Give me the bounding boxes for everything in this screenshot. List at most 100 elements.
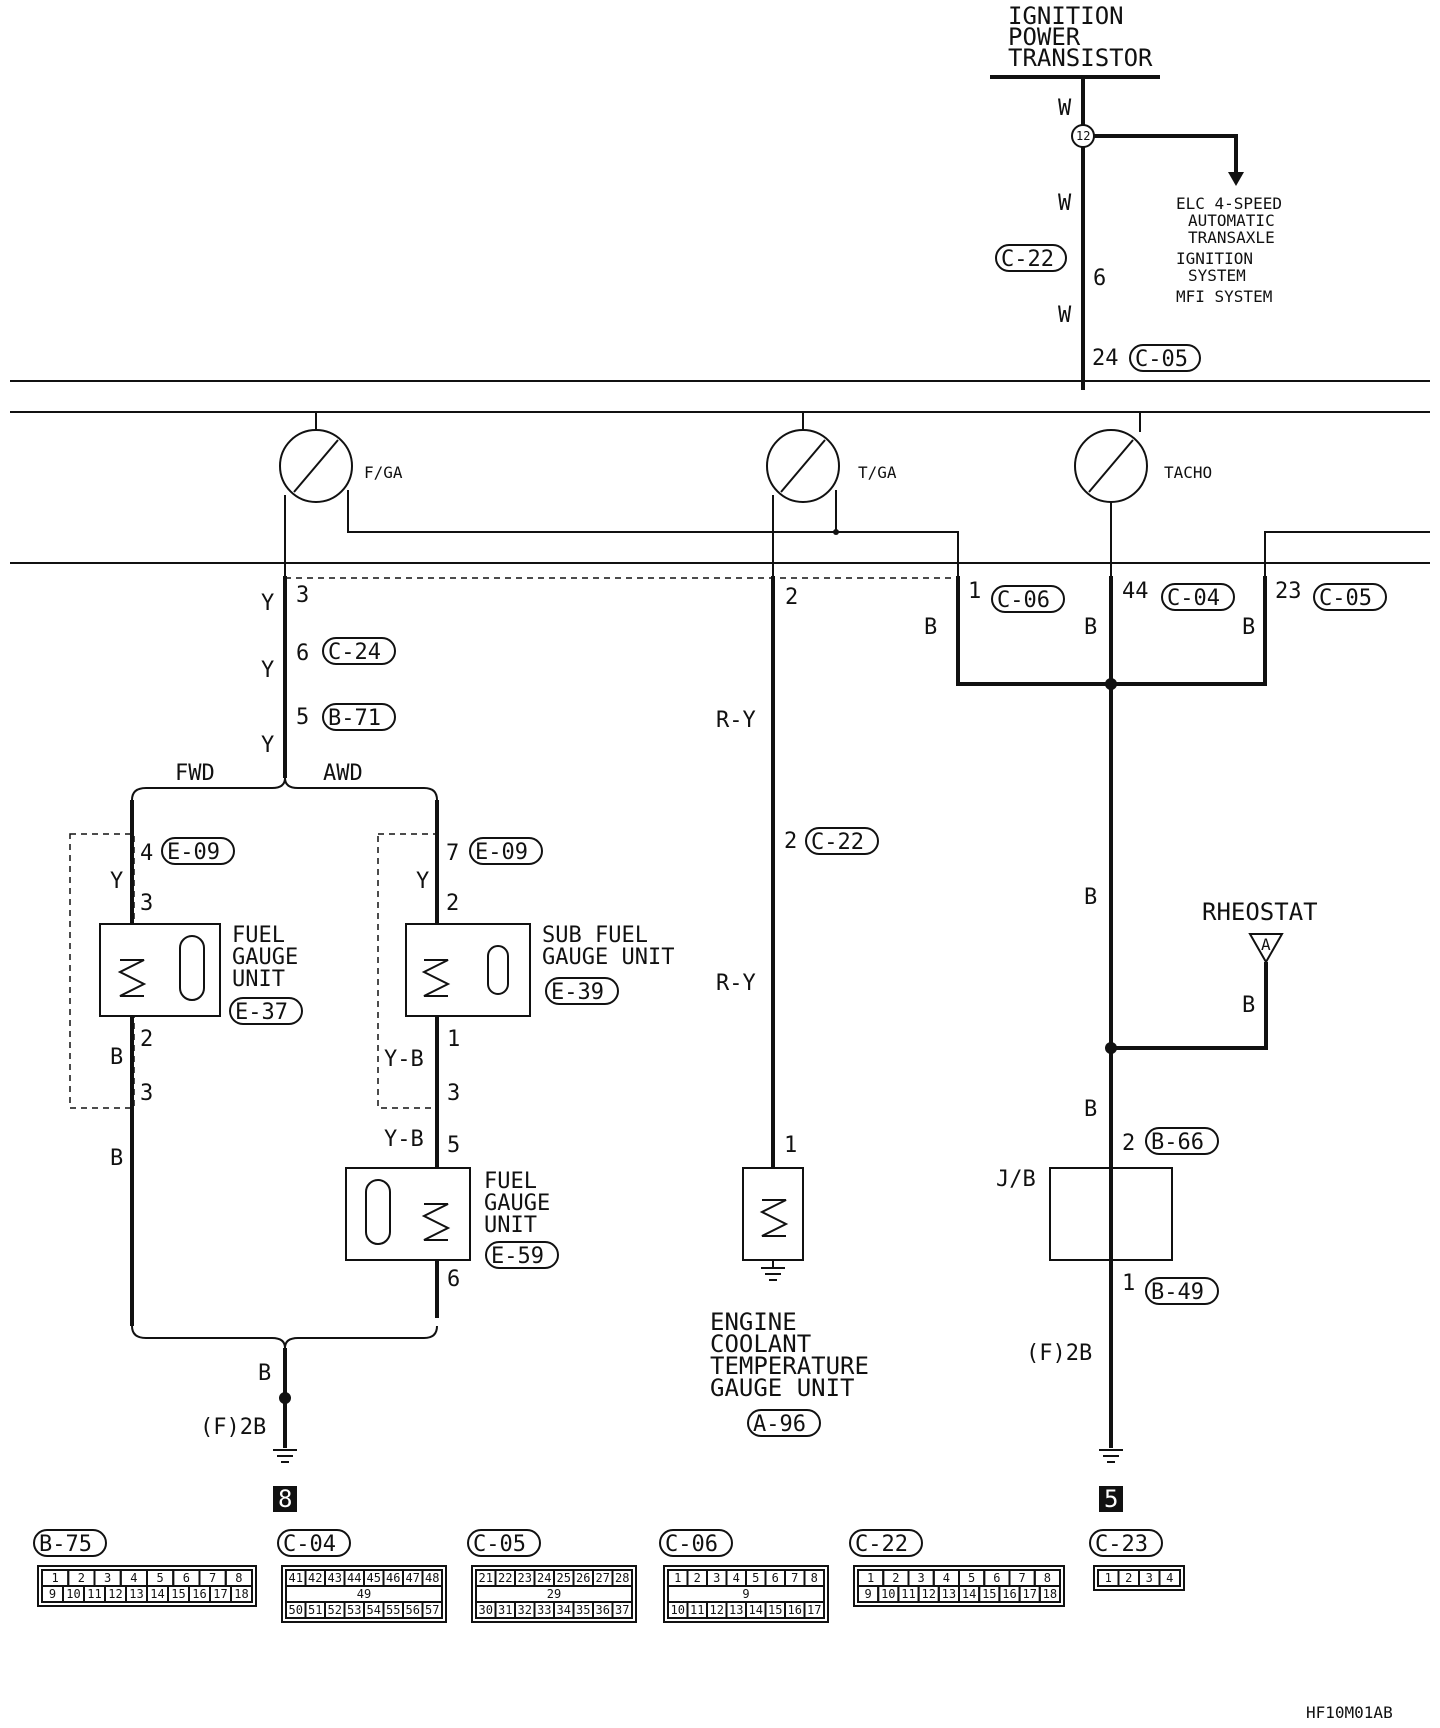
dest-line2: AUTOMATIC: [1188, 211, 1275, 230]
face-pin-c05: 29: [547, 1587, 561, 1601]
pin-1-d: 1: [1122, 1271, 1135, 1296]
fuel-gauge-unit-fwd-l1: FUEL: [232, 923, 285, 948]
face-pin-c06: 6: [772, 1571, 779, 1585]
tacho-gauge-label: TACHO: [1164, 463, 1212, 482]
face-cell-c05: [611, 1601, 633, 1619]
face-pin-c04: 47: [406, 1571, 420, 1585]
dest-line3: TRANSAXLE: [1188, 228, 1275, 247]
connector-e39-label: E-39: [551, 980, 604, 1005]
face-tag-label-c23: C-23: [1095, 1532, 1148, 1557]
face-tag-c06: [659, 1529, 733, 1557]
connector-b71-label: B-71: [328, 706, 381, 731]
wire-color-ry-2: R-Y: [716, 971, 756, 996]
face-tag-c05: [467, 1529, 541, 1557]
face-pin-c22: 11: [901, 1587, 915, 1601]
face-pin-b75: 1: [52, 1571, 59, 1585]
junction-12-label: 12: [1076, 129, 1090, 143]
face-pin-c06: 10: [671, 1603, 685, 1617]
face-pin-c04: 57: [425, 1603, 439, 1617]
face-pin-c22: 14: [962, 1587, 976, 1601]
pin-1-a: 1: [447, 1027, 460, 1052]
face-pin-c06: 4: [733, 1571, 740, 1585]
awd-fuel-float-icon: [365, 1179, 391, 1245]
face-pin-c22: 13: [942, 1587, 956, 1601]
connector-c22-tag-mid: [805, 827, 879, 855]
pin-5-a: 5: [296, 705, 309, 730]
face-pin-c22: 15: [982, 1587, 996, 1601]
face-pin-c05: 33: [537, 1603, 551, 1617]
connector-a96-label: A-96: [753, 1412, 806, 1437]
wire-color-y-3: Y: [261, 733, 274, 758]
face-pin-c05: 35: [576, 1603, 590, 1617]
face-pin-b75: 11: [87, 1587, 101, 1601]
ground-tag-right-label: 5: [1104, 1485, 1118, 1513]
face-pin-c05: 36: [596, 1603, 610, 1617]
face-tag-label-c05: C-05: [473, 1532, 526, 1557]
face-pin-c05: 21: [479, 1571, 493, 1585]
face-pin-c04: 56: [406, 1603, 420, 1617]
face-pin-c05: 34: [557, 1603, 571, 1617]
face-pin-c06: 13: [729, 1603, 743, 1617]
connector-c05-tag-top: [1129, 344, 1201, 372]
pin-2-d: 2: [784, 829, 797, 854]
face-tag-c04: [277, 1529, 351, 1557]
face-pin-c05: 23: [518, 1571, 532, 1585]
connector-c04-tag: [1161, 583, 1235, 611]
pin-2-a: 2: [140, 1027, 153, 1052]
connector-c05-label-bus: C-05: [1319, 586, 1372, 611]
diagram-code: HF10M01AB: [1306, 1703, 1393, 1722]
connector-e39-tag: [545, 977, 619, 1005]
face-pin-c22: 8: [1044, 1571, 1051, 1585]
face-pin-c22: 3: [918, 1571, 925, 1585]
fuel-gauge-unit-awd: [345, 1167, 471, 1261]
face-pin-c05: 24: [537, 1571, 551, 1585]
face-cell-b75: [230, 1585, 253, 1603]
face-frame-c05: [471, 1565, 637, 1623]
face-pin-c04: 45: [367, 1571, 381, 1585]
face-pin-b75: 7: [209, 1571, 216, 1585]
face-tag-label-c04: C-04: [283, 1532, 336, 1557]
face-pin-c04: 51: [308, 1603, 322, 1617]
face-pin-c22: 6: [993, 1571, 1000, 1585]
face-pin-c04: 49: [357, 1587, 371, 1601]
face-pin-c05: 27: [596, 1571, 610, 1585]
pin-7: 7: [446, 841, 459, 866]
ground-tag-left-label: 8: [278, 1485, 292, 1513]
face-pin-c04: 53: [347, 1603, 361, 1617]
face-pin-c22: 9: [864, 1587, 871, 1601]
pin-3-a: 3: [296, 583, 309, 608]
face-pin-b75: 8: [235, 1571, 242, 1585]
splice-rheostat: [1105, 1042, 1117, 1054]
face-pin-c06: 2: [694, 1571, 701, 1585]
face-pin-b75: 10: [66, 1587, 80, 1601]
face-pin-c05: 28: [615, 1571, 629, 1585]
face-pin-b75: 14: [150, 1587, 164, 1601]
face-tag-label-c22: C-22: [855, 1532, 908, 1557]
face-pin-c04: 52: [328, 1603, 342, 1617]
face-pin-c04: 50: [289, 1603, 303, 1617]
wire-color-b-8: B: [1242, 993, 1255, 1018]
fuel-gauge-unit-fwd: [99, 923, 221, 1017]
pin-6-top: 6: [1093, 266, 1106, 291]
connector-b66-label: B-66: [1151, 1130, 1204, 1155]
right-bus: [1264, 531, 1430, 576]
pin-6-a: 6: [296, 641, 309, 666]
pin-3-d: 3: [447, 1081, 460, 1106]
face-pin-c06: 1: [674, 1571, 681, 1585]
wire-color-yb-1: Y-B: [384, 1047, 424, 1072]
face-pin-b75: 6: [183, 1571, 190, 1585]
connector-c05-label-top: C-05: [1135, 347, 1188, 372]
meter-ground-bus: [347, 490, 959, 576]
face-pin-c22: 12: [921, 1587, 935, 1601]
coolant-unit-l2: COOLANT: [710, 1330, 811, 1358]
face-pin-c04: 41: [289, 1571, 303, 1585]
fuel-gauge-label: F/GA: [364, 463, 403, 482]
connector-b49-label: B-49: [1151, 1280, 1204, 1305]
ignition-title-line2: POWER: [1008, 23, 1081, 51]
pin-44: 44: [1122, 579, 1149, 604]
connector-c05-tag-bus: [1313, 583, 1387, 611]
face-pin-c04: 46: [386, 1571, 400, 1585]
temp-gauge-label: T/GA: [858, 463, 897, 482]
connector-c06-tag: [991, 585, 1065, 613]
